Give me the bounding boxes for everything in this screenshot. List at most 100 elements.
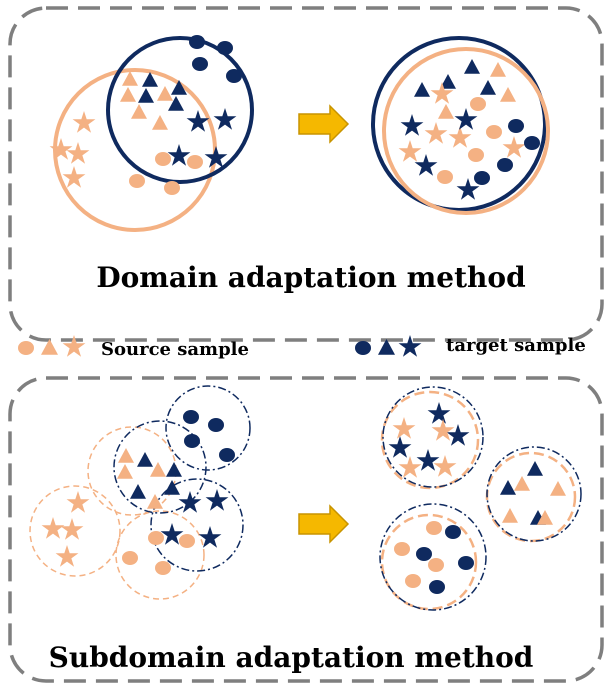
target-subdomain-circle — [379, 503, 487, 611]
target-circles — [183, 410, 235, 462]
source-circle-icon — [179, 534, 195, 548]
target-triangle-icon — [166, 462, 182, 477]
target-subdomain-circle — [382, 386, 484, 488]
source-circles — [129, 152, 203, 195]
target-circle-icon — [217, 41, 233, 55]
source-circle-icon — [164, 181, 180, 195]
target-triangle-icon — [464, 59, 480, 74]
source-circle-icon — [426, 521, 442, 535]
source-stars — [49, 111, 96, 188]
source-star-icon — [66, 491, 90, 513]
subdomain-after-adaptation — [379, 386, 582, 611]
target-circle-icon — [208, 418, 224, 432]
source-star-icon — [41, 517, 65, 539]
source-triangle-icon — [502, 508, 518, 523]
source-circles — [437, 97, 502, 184]
source-circle-icon — [486, 125, 502, 139]
target-circle-icon — [458, 556, 474, 570]
target-circle-icon — [524, 136, 540, 150]
target-subdomain-circle — [486, 446, 582, 542]
target-triangle-icon — [138, 88, 154, 103]
target-star-icon — [454, 108, 478, 130]
source-subdomain-circle — [380, 513, 478, 611]
source-circle-icon — [405, 574, 421, 588]
target-star-icon — [167, 144, 191, 166]
target-circles — [189, 35, 242, 83]
target-star-icon — [446, 424, 470, 446]
source-star-icon — [66, 142, 90, 164]
source-triangle-icon — [150, 462, 166, 477]
source-circles — [122, 531, 195, 575]
circle-icon — [18, 341, 34, 355]
source-subdomain-circle — [115, 510, 205, 600]
source-circle-icon — [470, 97, 486, 111]
source-triangle-icon — [152, 115, 168, 130]
target-circle-icon — [184, 434, 200, 448]
source-star-icon — [55, 545, 79, 567]
subdomain-panel-frame — [8, 376, 604, 683]
target-subdomain-circle — [113, 420, 207, 514]
target-star-icon — [213, 108, 237, 130]
target-triangle-icon — [480, 80, 496, 95]
source-star-icon — [72, 111, 96, 133]
source-triangle-icon — [514, 476, 530, 491]
legend-target-label: target sample — [446, 335, 586, 356]
source-triangle-icon — [122, 71, 138, 86]
target-triangle-icon — [164, 480, 180, 495]
source-triangle-icon — [157, 86, 173, 101]
domain-panel-frame — [8, 6, 604, 342]
source-circle-icon — [129, 174, 145, 188]
target-star-icon — [416, 449, 440, 471]
source-star-icon — [431, 419, 455, 441]
target-circle-icon — [508, 119, 524, 133]
aligned-subdomain-triangles — [485, 446, 582, 543]
target-subdomain-circles — [113, 385, 251, 572]
subdomain-panel-title: Subdomain adaptation method — [49, 641, 534, 674]
source-star-icon — [398, 140, 422, 162]
source-triangle-icon — [438, 104, 454, 119]
source-triangle-icon — [550, 481, 566, 496]
target-domain-ellipse — [106, 36, 254, 184]
source-star-icon — [448, 126, 472, 148]
source-circle-icon — [155, 152, 171, 166]
source-triangle-icon — [120, 87, 136, 102]
target-domain-ellipse-aligned — [371, 36, 547, 212]
legend-source: Source sample — [18, 335, 249, 360]
source-triangle-icon — [500, 87, 516, 102]
source-circle-icon — [148, 531, 164, 545]
target-star-icon — [178, 491, 202, 513]
target-triangles — [414, 59, 496, 97]
target-circle-icon — [497, 158, 513, 172]
target-circle-icon — [189, 35, 205, 49]
legend-source-label: Source sample — [101, 339, 249, 360]
source-subdomain-circle — [29, 485, 121, 577]
source-subdomain-circle — [485, 451, 577, 543]
source-circle-icon — [428, 558, 444, 572]
target-circle-icon — [474, 171, 490, 185]
target-circle-icon — [219, 448, 235, 462]
source-circle-icon — [468, 148, 484, 162]
domain-panel-title: Domain adaptation method — [96, 261, 525, 294]
legend-target: target sample — [355, 335, 586, 357]
source-stars — [41, 491, 90, 567]
source-circle-icon — [122, 551, 138, 565]
domain-before-adaptation — [49, 35, 254, 232]
legend: Source sample target sample — [18, 335, 586, 360]
target-triangle-icon — [414, 82, 430, 97]
source-triangle-icon — [118, 448, 134, 463]
source-triangle-icon — [131, 104, 147, 119]
source-subdomain-circle — [380, 390, 480, 490]
adaptation-arrow-icon — [298, 104, 350, 144]
source-star-icon — [392, 417, 416, 439]
target-circle-icon — [445, 525, 461, 539]
target-circles — [474, 119, 540, 185]
target-triangle-icon — [500, 480, 516, 495]
target-triangle-icon — [137, 452, 153, 467]
target-circle-icon — [226, 69, 242, 83]
domain-after-adaptation — [371, 36, 550, 215]
source-subdomain-circles — [29, 426, 205, 600]
source-star-icon — [502, 136, 526, 158]
source-triangle-icon — [117, 464, 133, 479]
target-circle-icon — [429, 580, 445, 594]
source-star-icon — [424, 122, 448, 144]
